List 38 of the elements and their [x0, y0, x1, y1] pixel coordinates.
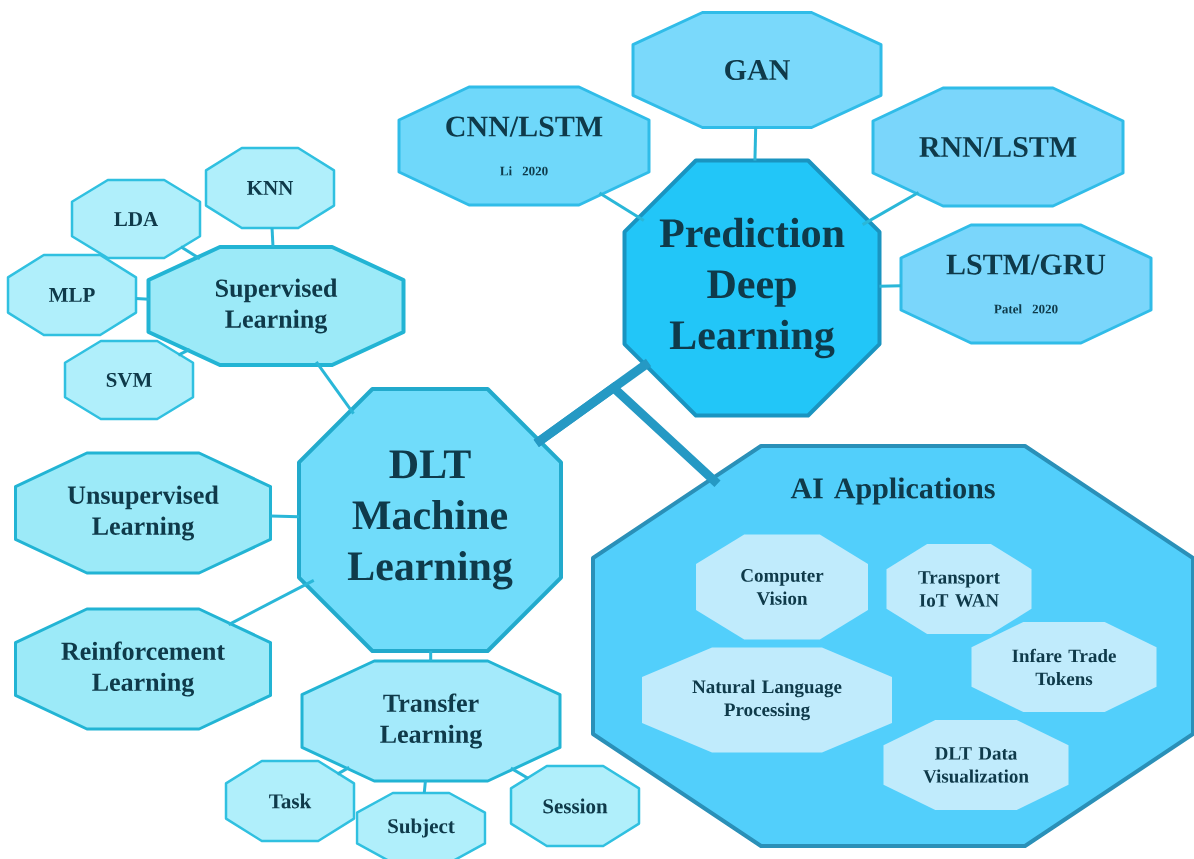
topic-octagon: Prediction Deep Learning — [622, 158, 882, 418]
topic-octagon: Transfer Learning — [300, 659, 562, 783]
subtopic-octagon: MLP — [6, 253, 138, 337]
subtopic-octagon: KNN — [204, 146, 336, 230]
application-octagon: Natural Language Processing — [642, 647, 892, 753]
connector-line — [753, 127, 758, 161]
topic-octagon: CNN/LSTM Li 2020 — [397, 85, 651, 207]
connector-line — [861, 191, 920, 226]
topic-octagon: LSTM/GRU Patel 2020 — [899, 223, 1153, 345]
connector-line — [429, 651, 433, 661]
connector-line — [135, 296, 150, 301]
connector-line — [227, 579, 315, 626]
application-octagon: DLT Data Visualization — [883, 720, 1069, 810]
topic-octagon: Supervised Learning — [146, 245, 406, 367]
topic-octagon: Unsupervised Learning — [14, 451, 272, 575]
subtopic-octagon: SVM — [63, 339, 195, 421]
connector-line — [270, 514, 300, 519]
topic-octagon: GAN — [631, 11, 883, 129]
connector-line — [180, 245, 201, 260]
topic-octagon: RNN/LSTM — [871, 86, 1125, 208]
connector-line — [270, 227, 275, 248]
connector-line — [598, 191, 645, 222]
application-octagon: Transport IoT WAN — [886, 544, 1032, 634]
application-octagon: Infare Trade Tokens — [971, 622, 1157, 712]
subtopic-octagon: Session — [509, 764, 641, 848]
subtopic-octagon: Subject — [355, 791, 487, 859]
connector-line — [177, 348, 191, 357]
connector-line — [533, 381, 721, 488]
topic-octagon: DLT Machine Learning — [297, 387, 563, 653]
connector-line — [336, 766, 350, 776]
connector-line — [510, 766, 530, 780]
connector-line — [422, 780, 427, 794]
topic-octagon: Reinforcement Learning — [14, 607, 272, 731]
subtopic-octagon: Task — [224, 759, 356, 843]
connector-line — [879, 284, 902, 288]
application-octagon: Computer Vision — [696, 534, 868, 640]
connector-line — [315, 361, 355, 415]
subtopic-octagon: LDA — [70, 178, 202, 260]
